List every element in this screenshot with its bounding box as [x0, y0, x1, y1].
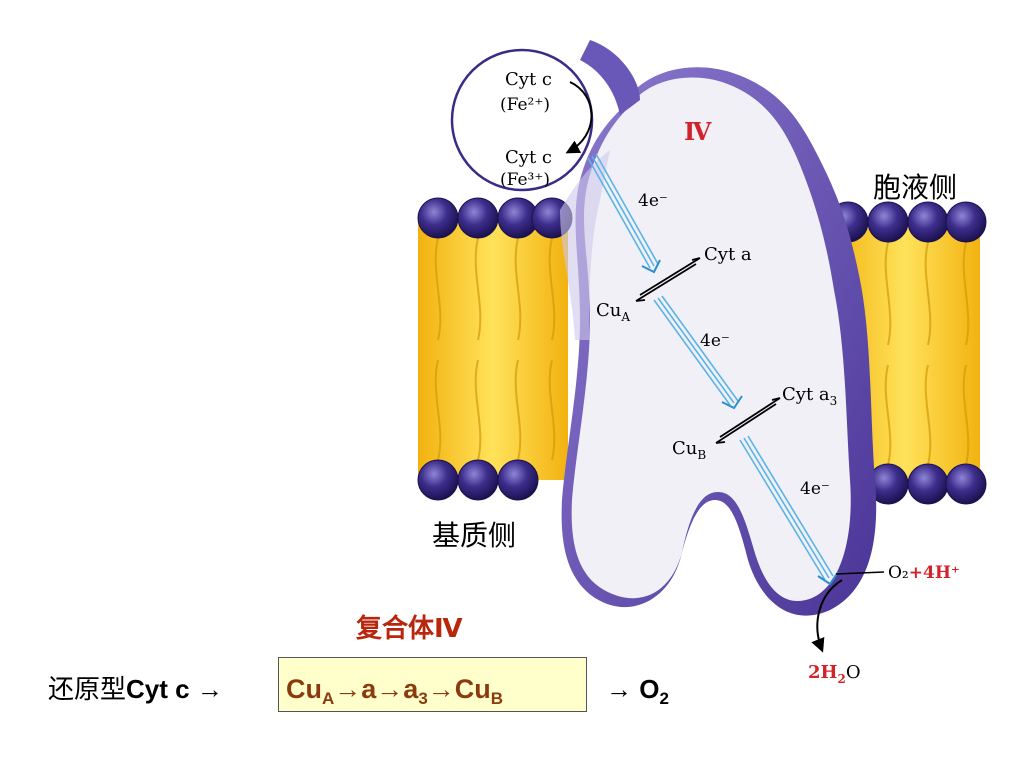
lipid-tail: [884, 364, 892, 466]
phospholipid-head: [907, 463, 949, 505]
phospholipid-head: [867, 201, 909, 243]
lipid-tail: [962, 241, 970, 346]
cua-label: CuA: [596, 300, 630, 324]
fe2-label: (Fe²⁺): [500, 95, 550, 115]
cyt-a-label: Cyt a: [704, 244, 752, 265]
electron-arrowhead-1: [641, 259, 661, 274]
lipid-tail: [474, 359, 482, 461]
electron-arrowhead-2: [721, 395, 743, 410]
cytc-top-label: Cyt c: [505, 69, 552, 90]
lipid-tail: [514, 237, 522, 341]
redox-double-arrows: [635, 257, 781, 444]
lipid-tail: [548, 237, 556, 341]
box-cua-sub: A: [322, 689, 335, 708]
lipid-tail: [548, 359, 556, 461]
equation-arrow-2: →: [606, 674, 632, 704]
equation-arrow-1: →: [196, 674, 223, 704]
o2-line: [835, 571, 885, 575]
o2-base: O: [639, 674, 660, 704]
box-cu: Cu: [286, 674, 322, 704]
equation-right: → O2: [606, 664, 669, 714]
lipid-tail: [884, 241, 892, 346]
cua-base: Cu: [596, 300, 621, 321]
phospholipid-head: [457, 197, 499, 239]
box-cub-sub: B: [490, 689, 504, 708]
matrix-side-label: 基质侧: [432, 519, 517, 552]
lipid-tail: [924, 241, 932, 346]
phospholipid-head: [417, 197, 459, 239]
h-term: +4H⁺: [909, 563, 960, 583]
cytochrome-c: Cyt c (Fe²⁺) Cyt c (Fe³⁺): [450, 40, 640, 192]
o2-h-label: O₂+4H⁺: [888, 563, 960, 583]
water-sub: 2: [838, 672, 846, 686]
phospholipid-head: [907, 201, 949, 243]
electron-path: [587, 153, 839, 586]
lipid-tail: [434, 359, 442, 461]
protein-body: [571, 77, 851, 602]
equation-o2: O2: [639, 674, 669, 708]
lipid-tails-left: [418, 218, 568, 480]
cua-sub: A: [620, 310, 630, 324]
phospholipid-head: [945, 463, 987, 505]
water-o: O: [846, 662, 861, 683]
equation-left: 还原型Cyt c →: [48, 664, 223, 714]
electron-segment-3: [739, 435, 834, 581]
box-arrow-cub: →Cu: [427, 674, 491, 704]
box-a3-sub: 3: [418, 689, 428, 708]
cytc-bottom-label: Cyt c: [505, 147, 552, 168]
reduced-prefix: 还原型: [48, 675, 127, 705]
electrons-label-1: 4e⁻: [638, 191, 668, 211]
o2-sub: 2: [659, 689, 669, 708]
phospholipid-head: [457, 459, 499, 501]
lipid-tail: [474, 237, 482, 341]
carrier-chain-text: CuA→a→a3→CuB: [286, 664, 503, 714]
carrier-chain-box: [278, 657, 587, 712]
fe3-label: (Fe³⁺): [500, 170, 550, 190]
electron-segment-1: [587, 153, 659, 269]
cytc-connector: [580, 40, 640, 115]
cub-cyta3-arrows: [715, 397, 781, 444]
phospholipid-head: [945, 201, 987, 243]
water-coef: 2H: [808, 662, 838, 683]
equation-cytc: Cyt c: [126, 674, 190, 704]
water-label: 2H2O: [808, 662, 861, 686]
phospholipid-head: [417, 459, 459, 501]
cyt-a3-base: Cyt a: [782, 384, 830, 405]
complex-roman-label: Ⅳ: [684, 117, 712, 146]
box-arrow-a: →a→a: [334, 674, 419, 704]
cyt-a3-sub: 3: [830, 394, 838, 408]
complex-iv-title: 复合体Ⅳ: [356, 614, 463, 644]
cytc-redox-arrow: [565, 81, 593, 154]
cua-cyta-arrows: [635, 257, 701, 302]
phospholipid-heads: [417, 197, 987, 505]
complex-iv-protein: [560, 67, 877, 616]
protein-highlight: [560, 150, 610, 340]
electron-segment-2: [653, 295, 739, 406]
water-arrow: [811, 579, 843, 653]
lipid-tail: [962, 364, 970, 466]
cytosol-side-label: 胞液侧: [873, 171, 958, 204]
electrons-label-2: 4e⁻: [700, 331, 730, 351]
phospholipid-head: [497, 459, 539, 501]
cub-base: Cu: [672, 438, 697, 459]
cyt-a3-label: Cyt a3: [782, 384, 837, 408]
lipid-tail: [924, 364, 932, 466]
electrons-label-3: 4e⁻: [800, 479, 830, 499]
cub-sub: B: [697, 448, 706, 462]
oxygen-reduction: O₂+4H⁺ 2H2O: [808, 563, 960, 686]
lipid-tail: [434, 237, 442, 341]
lipid-tail: [514, 359, 522, 461]
lipid-tail-strokes: [434, 237, 970, 466]
electron-arrowhead-3: [817, 571, 839, 586]
cub-label: CuB: [672, 438, 706, 462]
o2-term: O₂: [888, 563, 909, 583]
